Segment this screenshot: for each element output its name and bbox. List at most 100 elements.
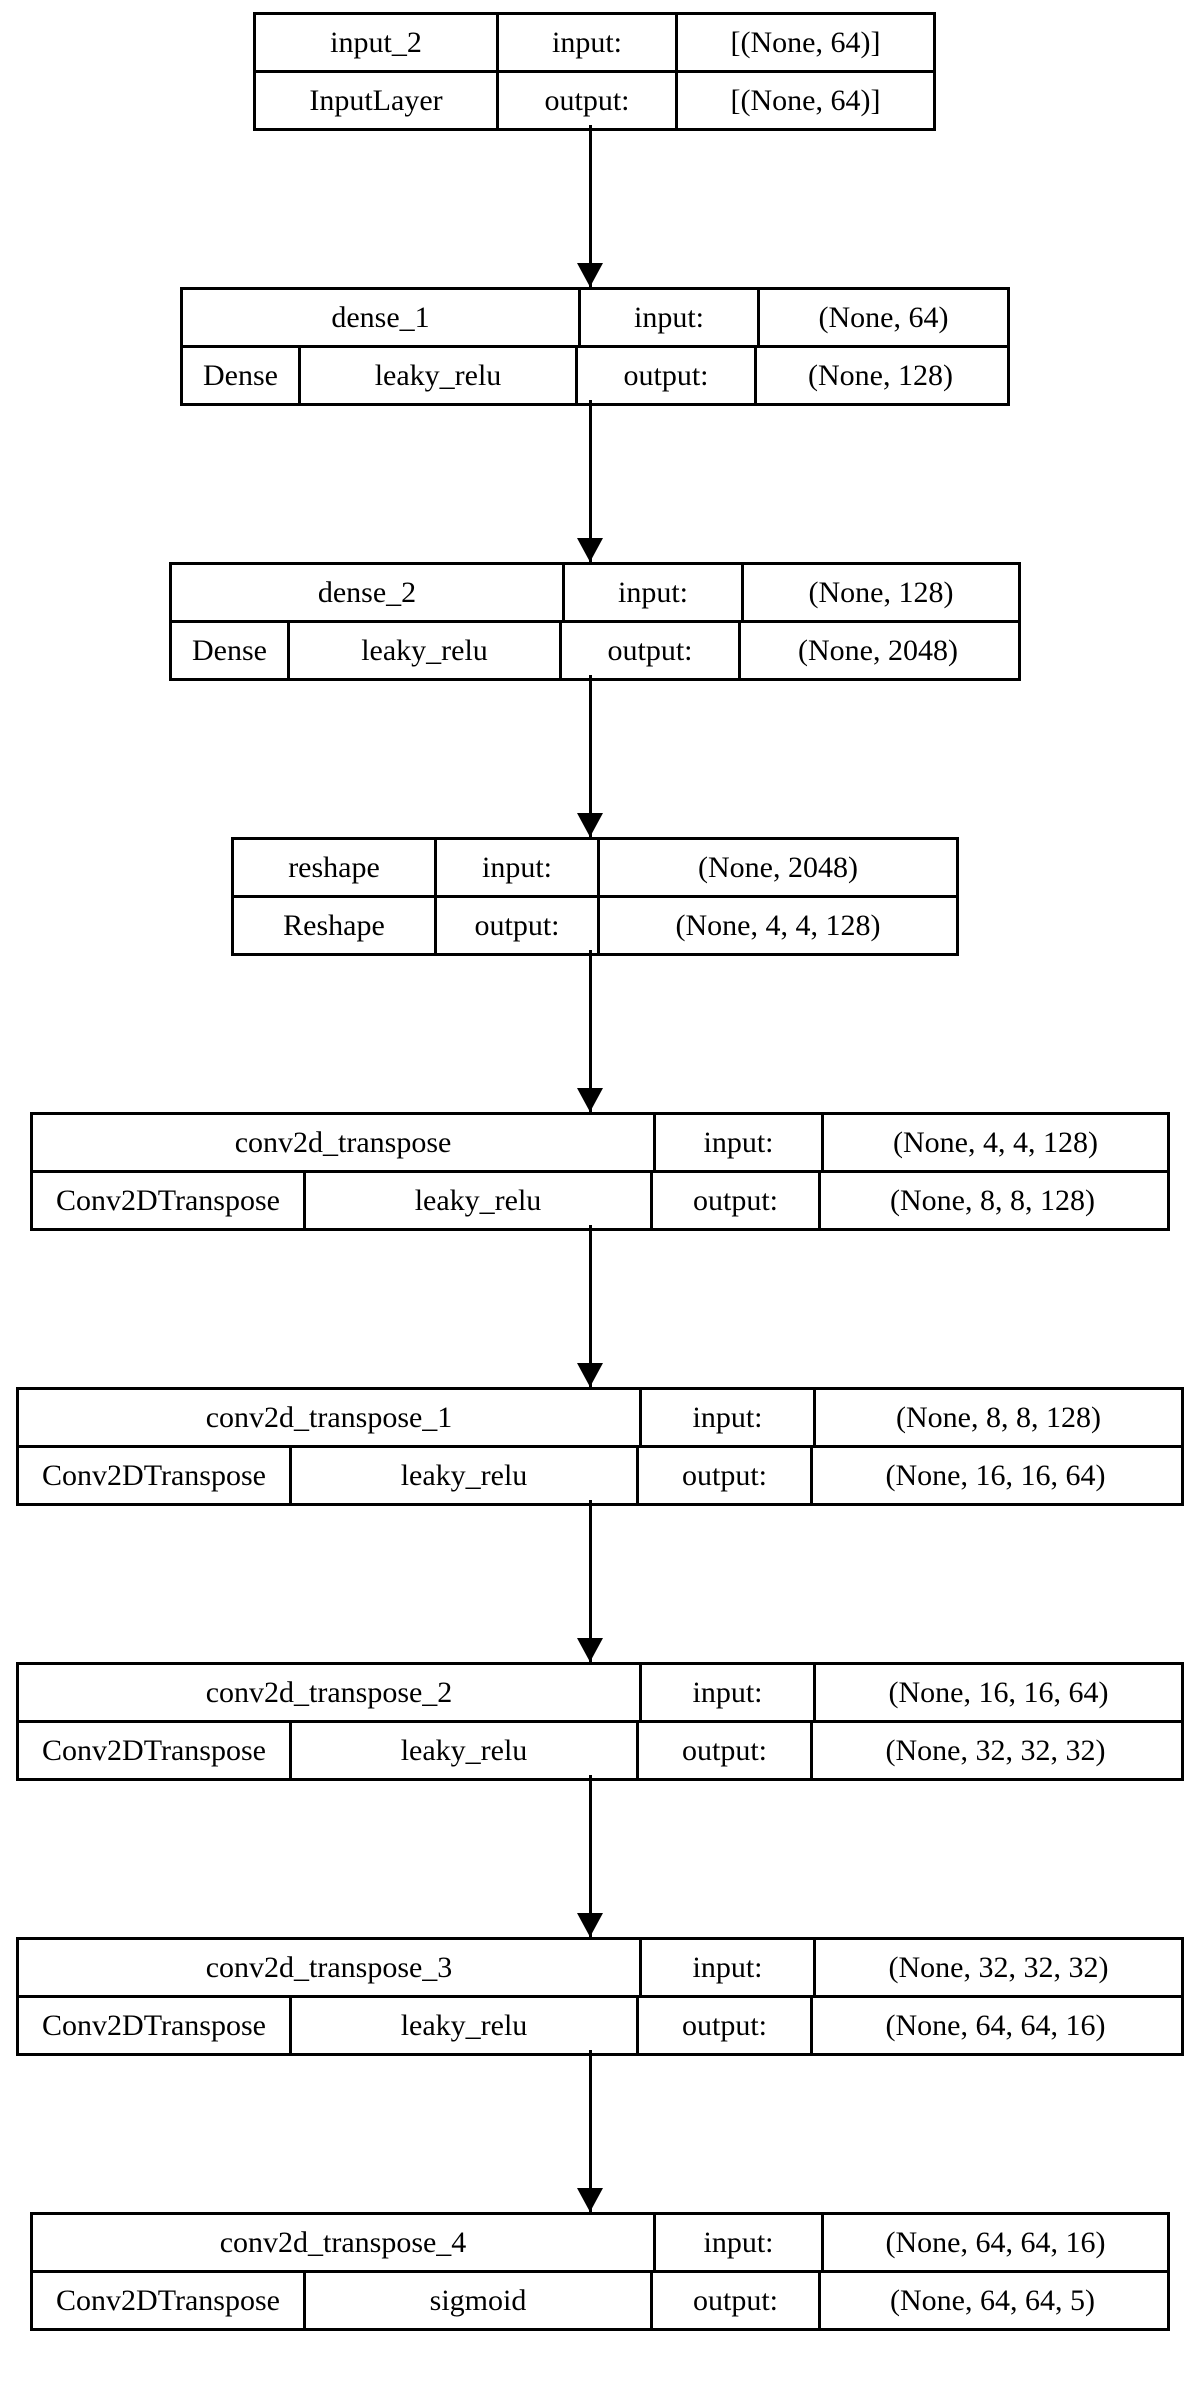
input-label: input: <box>653 2215 821 2270</box>
output-shape-value: (None, 64, 64, 5) <box>818 2273 1164 2328</box>
arrowhead-icon <box>577 813 603 837</box>
edge-arrow-conv2d_transpose_1-to-conv2d_transpose_2 <box>570 1500 610 1662</box>
edge-arrow-reshape-to-conv2d_transpose <box>570 950 610 1112</box>
input-shape-value: (None, 2048) <box>597 840 956 895</box>
layer-class-conv2d_transpose: Conv2DTranspose <box>56 1183 280 1217</box>
layer-node-top-row: conv2d_transpose_3 input:(None, 32, 32, 3… <box>19 1940 1181 1998</box>
layer-activation-conv2d_transpose_1: leaky_relu <box>289 1448 636 1503</box>
input-label: input: <box>639 1665 813 1720</box>
layer-node-top-row: input_2 input:[(None, 64)] <box>256 15 933 73</box>
input-shape-value: (None, 128) <box>741 565 1018 620</box>
layer-activation-conv2d_transpose_3: leaky_relu <box>289 1998 636 2053</box>
layer-node-top-row: dense_1 input:(None, 64) <box>183 290 1007 348</box>
layer-node-conv2d_transpose_3[interactable]: conv2d_transpose_3 input:(None, 32, 32, 3… <box>16 1937 1184 2056</box>
input-shape-value: (None, 16, 16, 64) <box>813 1665 1181 1720</box>
output-shape-value: (None, 4, 4, 128) <box>597 898 956 953</box>
arrowhead-icon <box>577 263 603 287</box>
layer-node-top-row: dense_2 input:(None, 128) <box>172 565 1018 623</box>
edge-line <box>588 400 592 562</box>
output-shape-value: (None, 32, 32, 32) <box>810 1723 1178 1778</box>
layer-class-conv2d_transpose_4: Conv2DTranspose <box>56 2283 280 2317</box>
input-label: input: <box>562 565 741 620</box>
layer-activation-dense_1: leaky_relu <box>298 348 575 403</box>
layer-name-conv2d_transpose_4: conv2d_transpose_4 <box>219 2225 467 2259</box>
layer-name-conv2d_transpose_1: conv2d_transpose_1 <box>205 1400 453 1434</box>
edge-arrow-dense_1-to-dense_2 <box>570 400 610 562</box>
output-shape-value: (None, 128) <box>754 348 1004 403</box>
output-label: output: <box>636 1998 810 2053</box>
edge-line <box>588 950 592 1112</box>
layer-class-conv2d_transpose_2: Conv2DTranspose <box>42 1733 266 1767</box>
layer-name-conv2d_transpose_3: conv2d_transpose_3 <box>205 1950 453 1984</box>
edge-arrow-dense_2-to-reshape <box>570 675 610 837</box>
layer-activation-conv2d_transpose_2: leaky_relu <box>289 1723 636 1778</box>
arrowhead-icon <box>577 2188 603 2212</box>
layer-activation-conv2d_transpose_4: sigmoid <box>303 2273 650 2328</box>
output-shape-value: (None, 2048) <box>738 623 1015 678</box>
layer-class-conv2d_transpose_3: Conv2DTranspose <box>42 2008 266 2042</box>
input-label: input: <box>639 1390 813 1445</box>
edge-line <box>588 1225 592 1387</box>
layer-name-dense_2: dense_2 <box>317 575 417 609</box>
input-label: input: <box>434 840 597 895</box>
arrowhead-icon <box>577 1088 603 1112</box>
layer-class-dense_2: Dense <box>192 633 267 667</box>
edge-line <box>588 675 592 837</box>
output-shape-value: (None, 8, 8, 128) <box>818 1173 1164 1228</box>
layer-name-input_2: input_2 <box>330 25 422 59</box>
output-label: output: <box>434 898 597 953</box>
output-shape-value: (None, 16, 16, 64) <box>810 1448 1178 1503</box>
output-label: output: <box>636 1723 810 1778</box>
edge-line <box>588 125 592 287</box>
arrowhead-icon <box>577 1913 603 1937</box>
layer-class-input_2: InputLayer <box>309 83 443 117</box>
layer-activation-conv2d_transpose: leaky_relu <box>303 1173 650 1228</box>
output-label: output: <box>575 348 754 403</box>
output-label: output: <box>559 623 738 678</box>
edge-arrow-conv2d_transpose_2-to-conv2d_transpose_3 <box>570 1775 610 1937</box>
arrowhead-icon <box>577 1363 603 1387</box>
input-shape-value: (None, 32, 32, 32) <box>813 1940 1181 1995</box>
layer-node-top-row: reshape input:(None, 2048) <box>234 840 956 898</box>
edge-line <box>588 2050 592 2212</box>
edge-arrow-conv2d_transpose_3-to-conv2d_transpose_4 <box>570 2050 610 2212</box>
layer-name-dense_1: dense_1 <box>331 300 430 334</box>
layer-name-reshape: reshape <box>288 850 380 884</box>
edge-arrow-input_2-to-dense_1 <box>570 125 610 287</box>
input-label: input: <box>639 1940 813 1995</box>
output-label: output: <box>650 2273 818 2328</box>
layer-node-bottom-row: InputLayer output:[(None, 64)] <box>256 73 933 128</box>
edge-arrow-conv2d_transpose-to-conv2d_transpose_1 <box>570 1225 610 1387</box>
output-label: output: <box>650 1173 818 1228</box>
input-shape-value: [(None, 64)] <box>675 15 933 70</box>
edge-line <box>588 1500 592 1662</box>
layer-node-input_2[interactable]: input_2 input:[(None, 64)] InputLayer outpu… <box>253 12 936 131</box>
input-label: input: <box>496 15 675 70</box>
input-label: input: <box>578 290 757 345</box>
input-shape-value: (None, 64) <box>757 290 1007 345</box>
edge-line <box>588 1775 592 1937</box>
layer-class-conv2d_transpose_1: Conv2DTranspose <box>42 1458 266 1492</box>
output-label: output: <box>496 73 675 128</box>
output-shape-value: [(None, 64)] <box>675 73 933 128</box>
layer-name-conv2d_transpose: conv2d_transpose <box>234 1125 452 1159</box>
arrowhead-icon <box>577 1638 603 1662</box>
arrowhead-icon <box>577 538 603 562</box>
layer-activation-dense_2: leaky_relu <box>287 623 559 678</box>
